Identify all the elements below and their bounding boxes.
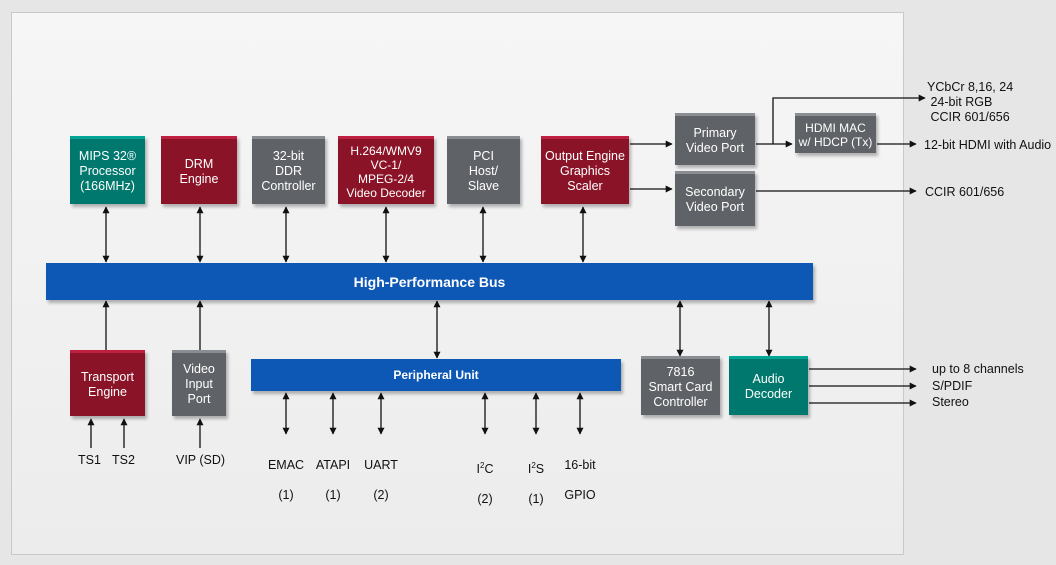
ddr-controller-block: 32-bit DDR Controller bbox=[252, 136, 325, 204]
channels-output-label: up to 8 channels bbox=[932, 362, 1024, 376]
ts1-label: TS1 bbox=[78, 453, 101, 467]
primary-video-port-block: Primary Video Port bbox=[675, 113, 755, 165]
hdmi-mac-block: HDMI MAC w/ HDCP (Tx) bbox=[795, 113, 876, 153]
i2s-count: (1) bbox=[528, 492, 544, 507]
secondary-video-port-block: Secondary Video Port bbox=[675, 171, 755, 226]
stereo-output-label: Stereo bbox=[932, 395, 969, 409]
i2s-label: I2S (1) bbox=[512, 443, 560, 522]
i2c-name: I2C bbox=[476, 461, 494, 477]
spdif-output-label: S/PDIF bbox=[932, 379, 973, 393]
i2c-count: (2) bbox=[477, 492, 493, 507]
pci-block: PCI Host/ Slave bbox=[447, 136, 520, 204]
ts2-label: TS2 bbox=[112, 453, 135, 467]
emac-count: (1) bbox=[278, 488, 294, 502]
transport-engine-block: Transport Engine bbox=[70, 350, 145, 416]
vip-label: VIP (SD) bbox=[176, 453, 226, 467]
hdmi-output-label: 12-bit HDMI with Audio bbox=[924, 138, 1052, 152]
smart-card-controller-block: 7816 Smart Card Controller bbox=[641, 356, 720, 415]
gpio-name: 16-bit bbox=[564, 458, 596, 472]
video-input-port-block: Video Input Port bbox=[172, 350, 226, 416]
emac-label: EMAC (1) bbox=[262, 443, 310, 518]
uart-count: (2) bbox=[373, 488, 389, 502]
drm-engine-block: DRM Engine bbox=[161, 136, 237, 204]
peripheral-unit-bus: Peripheral Unit bbox=[251, 359, 621, 391]
output-engine-block: Output Engine Graphics Scaler bbox=[541, 136, 629, 204]
primary-ycbcr-link bbox=[772, 94, 926, 144]
gpio-sub: GPIO bbox=[564, 488, 596, 502]
ccir-output-label: CCIR 601/656 bbox=[925, 185, 1005, 199]
atapi-name: ATAPI bbox=[315, 458, 351, 472]
audio-decoder-block: Audio Decoder bbox=[729, 356, 808, 415]
high-performance-bus: High-Performance Bus bbox=[46, 263, 813, 300]
ycbcr-output-label: YCbCr 8,16, 24 24-bit RGB CCIR 601/656 bbox=[927, 80, 1014, 124]
uart-name: UART bbox=[364, 458, 398, 472]
i2s-name: I2S bbox=[527, 461, 545, 477]
mips-processor-block: MIPS 32® Processor (166MHz) bbox=[70, 136, 145, 204]
i2c-label: I2C (2) bbox=[461, 443, 509, 522]
atapi-count: (1) bbox=[325, 488, 341, 502]
atapi-label: ATAPI (1) bbox=[309, 443, 357, 518]
video-decoder-block: H.264/WMV9 VC-1/ MPEG-2/4 Video Decoder bbox=[338, 136, 434, 204]
uart-label: UART (2) bbox=[357, 443, 405, 518]
gpio-label: 16-bit GPIO bbox=[556, 443, 604, 518]
emac-name: EMAC bbox=[267, 458, 305, 472]
